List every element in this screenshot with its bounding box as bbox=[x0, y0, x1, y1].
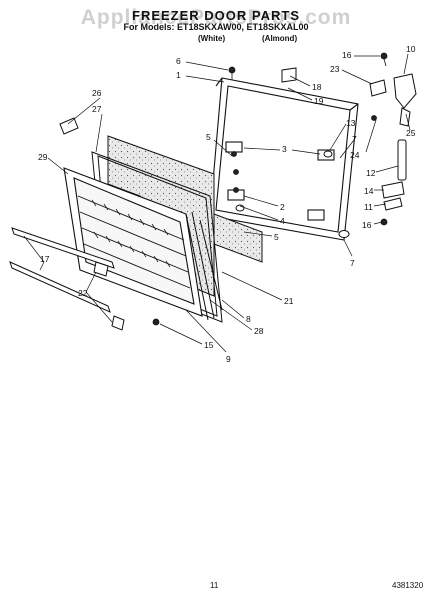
variant-almond: (Almond) bbox=[262, 34, 298, 43]
callout-8: 8 bbox=[246, 314, 251, 324]
callout-16-bottom: 16 bbox=[362, 220, 372, 230]
callout-2: 2 bbox=[280, 202, 285, 212]
callout-25: 25 bbox=[406, 128, 416, 138]
document-number: 4381320 bbox=[392, 581, 424, 590]
callout-7-top: 7 bbox=[352, 134, 357, 144]
callout-17: 17 bbox=[40, 254, 50, 264]
door-liner bbox=[63, 167, 203, 317]
callout-7-bottom: 7 bbox=[350, 258, 355, 268]
callout-labels: 6 1 16 10 23 18 19 26 27 5 3 13 7 25 24 … bbox=[38, 44, 416, 364]
watermark: AppliancePartsPros.com bbox=[80, 6, 352, 29]
callout-22: 22 bbox=[78, 288, 88, 298]
callout-29: 29 bbox=[38, 152, 48, 162]
callout-3: 3 bbox=[282, 144, 287, 154]
callout-14: 14 bbox=[364, 186, 374, 196]
callout-16-top: 16 bbox=[342, 50, 352, 60]
callout-13: 13 bbox=[346, 118, 356, 128]
model-line: For Models: ET18SKXAW00, ET18SKXAL00 bbox=[123, 22, 309, 32]
callout-1: 1 bbox=[176, 70, 181, 80]
page-number: 11 bbox=[210, 581, 219, 590]
callout-5-top: 5 bbox=[206, 132, 211, 142]
callout-26: 26 bbox=[92, 88, 102, 98]
callout-5-bottom: 5 bbox=[274, 232, 279, 242]
callout-10: 10 bbox=[406, 44, 416, 54]
callout-28: 28 bbox=[254, 326, 264, 336]
callout-21: 21 bbox=[284, 296, 294, 306]
callout-6: 6 bbox=[176, 56, 181, 66]
callout-23: 23 bbox=[330, 64, 340, 74]
shelf-rails bbox=[9, 227, 125, 331]
callout-4: 4 bbox=[280, 216, 285, 226]
leader-lines bbox=[23, 53, 411, 353]
diagram-title: FREEZER DOOR PARTS bbox=[132, 8, 300, 23]
variant-white: (White) bbox=[198, 34, 226, 43]
callout-11: 11 bbox=[364, 202, 373, 212]
callout-12: 12 bbox=[366, 168, 376, 178]
callout-27: 27 bbox=[92, 104, 102, 114]
callout-19: 19 bbox=[314, 96, 324, 106]
callout-24: 24 bbox=[350, 150, 360, 160]
callout-9: 9 bbox=[226, 354, 231, 364]
callout-15: 15 bbox=[204, 340, 214, 350]
hinge-parts bbox=[59, 67, 417, 211]
callout-18: 18 bbox=[312, 82, 322, 92]
washers bbox=[235, 150, 350, 238]
